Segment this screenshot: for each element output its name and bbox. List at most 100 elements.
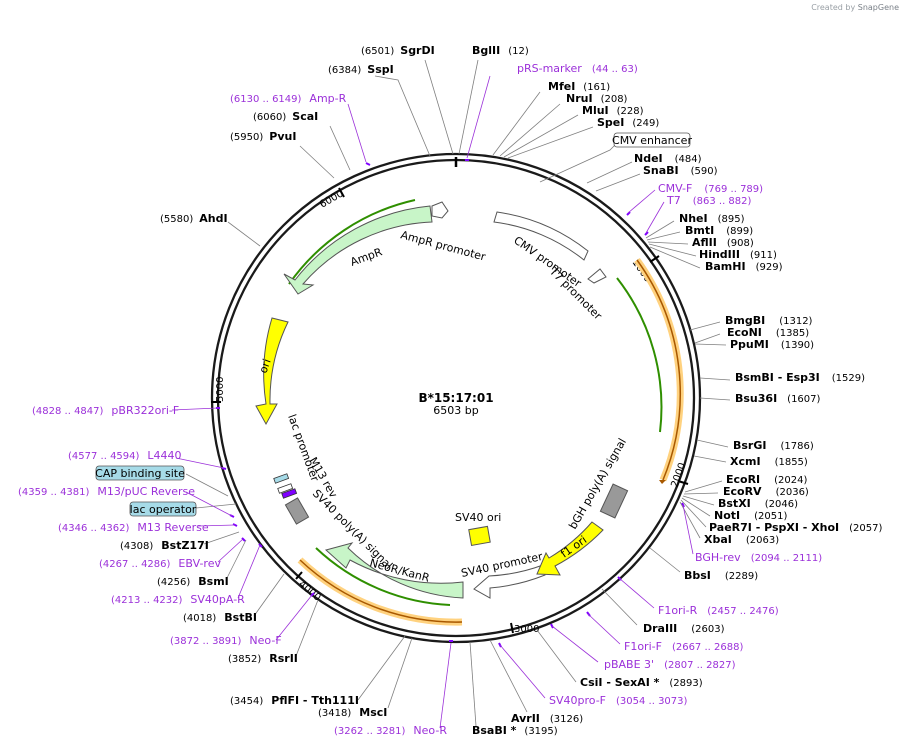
site-labels: BglII(12) (6501)SgrDI (6384)SspI (6060)S… xyxy=(120,44,883,737)
site-sspi: (6384)SspI xyxy=(328,63,394,76)
leader-hindiii xyxy=(648,243,697,257)
tick-label-2000: 2000 xyxy=(669,461,688,489)
site-hindiii: HindIII(911) xyxy=(699,248,777,261)
tick-1000 xyxy=(649,255,660,263)
leader-bsu36i xyxy=(699,397,731,401)
leader-snabi xyxy=(595,173,641,192)
leader-msci xyxy=(387,637,413,709)
tick-4000 xyxy=(295,571,303,580)
site-noti: NotI(2051) xyxy=(714,509,787,522)
leader-bmgbi xyxy=(689,321,721,331)
feature-sv40-polya xyxy=(284,497,310,525)
primer-sv40pa-r: (4213 .. 4232)SV40pA-R xyxy=(111,593,245,606)
site-ppumi: PpuMI(1390) xyxy=(730,338,814,351)
site-mlui: MluI(228) xyxy=(582,104,644,117)
leader-l4440 xyxy=(175,457,225,469)
leader-cap-binding xyxy=(185,473,229,497)
primer-bgh-rev: BGH-rev(2094 .. 2111) xyxy=(695,551,822,564)
primer-neo-r: (3262 .. 3281)Neo-R xyxy=(334,724,447,737)
site-bsmi: (4256)BsmI xyxy=(157,575,229,588)
site-bsrgi: BsrGI(1786) xyxy=(733,439,814,452)
primer-m13-reverse: (4346 .. 4362)M13 Reverse xyxy=(58,521,209,534)
site-bstbi: (4018)BstBI xyxy=(183,611,257,624)
site-xcmi: XcmI(1855) xyxy=(730,455,808,468)
leader-avrii xyxy=(489,639,528,713)
site-sgrdi: (6501)SgrDI xyxy=(361,44,435,57)
primer-labels: pRS-marker(44 .. 63) (6130 .. 6149)Amp-R… xyxy=(18,62,822,737)
leader-pflfi xyxy=(357,635,406,701)
tick-label-3000: 3000 xyxy=(514,624,539,635)
leader-prs-marker xyxy=(466,75,491,159)
leader-ndei xyxy=(586,161,633,184)
boxed-labels: CMV enhancer CAP binding site lac operat… xyxy=(95,132,692,517)
site-rsrii: (3852)RsrII xyxy=(228,652,298,665)
site-msci: (3418)MscI xyxy=(318,706,387,719)
tick-label-6000: 6000 xyxy=(318,188,346,210)
site-scai: (6060)ScaI xyxy=(253,110,318,123)
leader-ahdi xyxy=(227,221,261,247)
leader-xcmi xyxy=(693,455,727,463)
leader-sspi xyxy=(374,75,431,157)
credit-prefix: Created by xyxy=(811,3,856,12)
leader-pbr322ori-f xyxy=(171,407,219,411)
site-mfei: MfeI(161) xyxy=(548,80,610,93)
site-ndei: NdeI(484) xyxy=(634,152,702,165)
primer-t7: T7(863 .. 882) xyxy=(666,194,752,207)
primer-prs-marker: pRS-marker(44 .. 63) xyxy=(517,62,638,75)
site-xbai: XbaI(2063) xyxy=(704,533,779,546)
leader-neo-r xyxy=(439,642,452,729)
site-bbsi: BbsI(2289) xyxy=(684,569,758,582)
site-spei: SpeI(249) xyxy=(597,116,659,129)
leader-bstz17i xyxy=(203,531,240,545)
primer-f1ori-f: F1ori-F(2667 .. 2688) xyxy=(624,640,743,653)
leader-bstbi xyxy=(253,573,285,617)
cap-binding-site-label: CAP binding site xyxy=(95,467,185,480)
site-paer7i-pspxi-xhoi: PaeR7I - PspXI - XhoI(2057) xyxy=(709,521,883,534)
plasmid-name: B*15:17:01 xyxy=(418,391,493,405)
leader-t7 xyxy=(645,201,665,234)
feature-ori xyxy=(255,317,289,426)
leader-draiii xyxy=(601,588,638,626)
orf-arrowhead-right xyxy=(659,480,666,484)
tick-3000 xyxy=(510,622,514,634)
primer-mark-l4440 xyxy=(221,467,227,470)
feature-m13-rev-block xyxy=(281,488,298,499)
leader-ppumi xyxy=(694,343,727,346)
site-nhei: NheI(895) xyxy=(679,212,745,225)
leader-pbabe3 xyxy=(551,625,599,663)
feature-ampr-gene xyxy=(283,205,433,295)
leader-cmv-f xyxy=(627,189,656,214)
orf-line-bottom xyxy=(299,559,463,623)
leader-f1ori-r xyxy=(618,577,655,609)
feature-f1-ori xyxy=(536,521,604,576)
leader-bamhi xyxy=(649,246,701,269)
feature-ampr-promoter xyxy=(431,201,449,219)
site-bglii: BglII(12) xyxy=(472,44,529,57)
leader-spei xyxy=(507,126,594,159)
leader-mlui xyxy=(503,114,579,158)
leader-bgh-rev xyxy=(682,504,694,555)
cmv-enhancer-box xyxy=(613,132,691,148)
primer-mark-amp-r xyxy=(365,162,371,166)
site-bsmbi-esp3i: BsmBI - Esp3I(1529) xyxy=(735,371,865,384)
leader-bglii xyxy=(458,59,479,155)
plasmid-length: 6503 bp xyxy=(433,404,478,417)
site-ahdi: (5580)AhdI xyxy=(160,212,228,225)
site-bamhi: BamHI(929) xyxy=(705,260,783,273)
primer-l4440: (4577 .. 4594)L4440 xyxy=(68,449,182,462)
orf-line-right xyxy=(636,259,681,481)
primer-mark-ebv-rev xyxy=(241,537,246,542)
leader-scai xyxy=(329,125,351,171)
primer-cmv-f: CMV-F(769 .. 789) xyxy=(658,182,763,195)
primer-neo-f: (3872 .. 3891)Neo-F xyxy=(170,634,282,647)
tick-2000 xyxy=(677,480,689,485)
feature-sv40-ori xyxy=(468,525,491,547)
primer-mark-sv40pa-r xyxy=(258,543,263,548)
site-bmgbi: BmgBI(1312) xyxy=(725,314,813,327)
label-ampr: AmpR xyxy=(349,245,385,269)
leader-cmv-enhancer xyxy=(539,142,618,183)
snapgene-logo-text: SnapGene xyxy=(857,3,899,12)
leader-nhei xyxy=(645,220,675,239)
leader-sv40pa-r xyxy=(237,544,261,599)
